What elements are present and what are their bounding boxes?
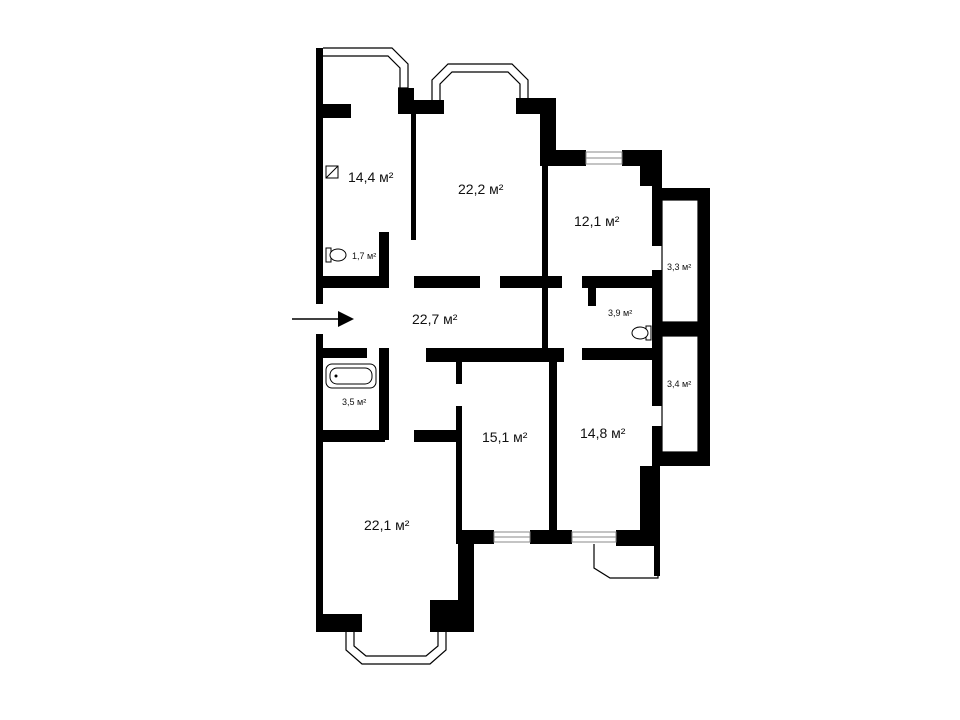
kitchen-appliance-icon [325,165,339,179]
room-area-wc-right: 3,9 м² [608,308,632,318]
toilet-icon [325,247,347,263]
toilet-icon [631,325,652,341]
walls [316,48,710,632]
wall-outlines [323,47,699,665]
bathtub-icon [325,363,377,389]
room-area-closet-right-1: 3,3 м² [667,262,691,272]
room-area-middle: 15,1 м² [482,429,528,445]
room-area-bedroom-right-top: 12,1 м² [574,213,620,229]
room-area-kitchen: 14,4 м² [348,169,394,185]
windows [493,151,623,543]
room-area-living-bottom: 22,1 м² [364,517,410,533]
room-area-bathroom: 3,5 м² [342,397,366,407]
entrance-arrow-icon [292,311,354,327]
room-area-right: 14,8 м² [580,425,626,441]
room-area-hall: 22,7 м² [412,311,458,327]
room-area-closet-right-2: 3,4 м² [667,379,691,389]
room-area-living-top: 22,2 м² [458,181,504,197]
room-area-wc-small: 1,7 м² [352,251,376,261]
